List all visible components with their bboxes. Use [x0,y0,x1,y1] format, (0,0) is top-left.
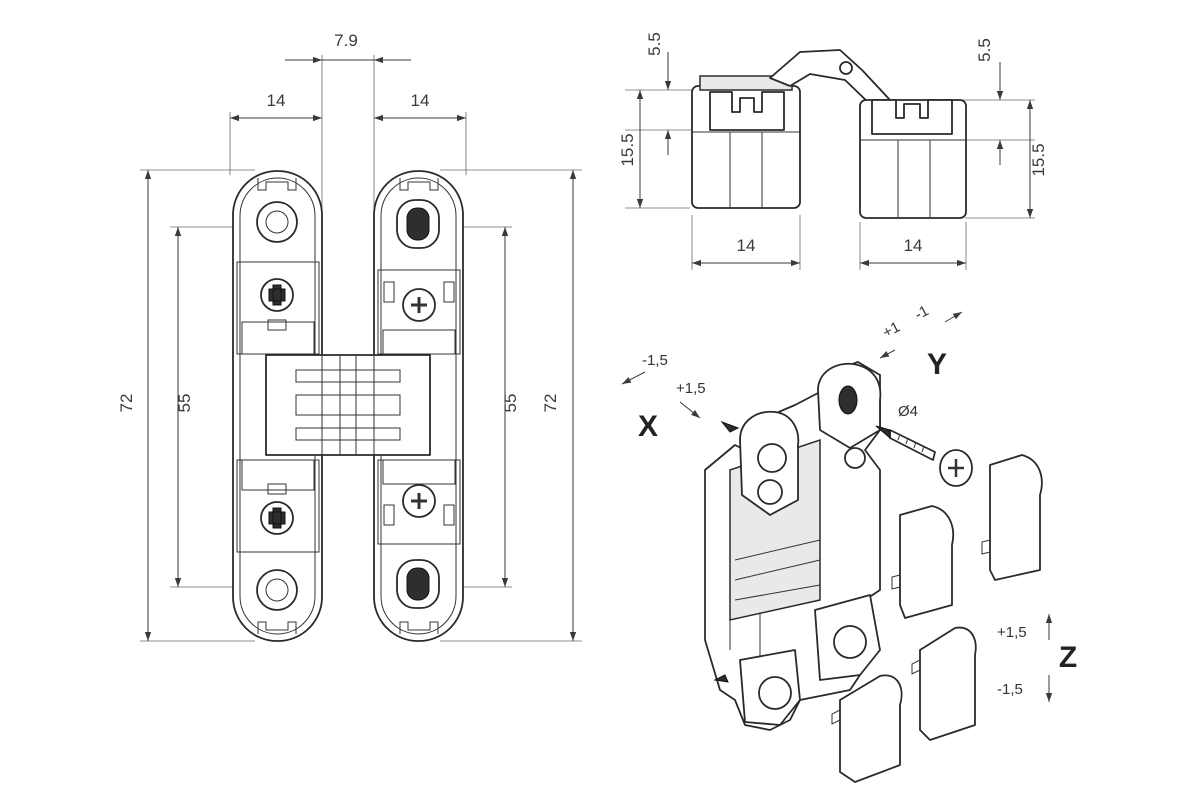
screw-diameter-label: Ø4 [898,403,918,420]
dim-center-gap: 7.9 [334,31,358,50]
x-plus-label: +1,5 [676,380,706,397]
dim-top-left: 5.5 [645,32,664,56]
axis-label-x: X [638,410,658,443]
dim-body-right: 15.5 [1029,143,1048,176]
dim-left-inner: 55 [175,394,194,413]
z-plus-label: +1,5 [997,624,1027,641]
dim-right-height: 72 [541,394,560,413]
loose-screw [875,425,973,487]
axis-label-y: Y [927,348,947,381]
y-plus-label: +1 [880,318,903,341]
side-left-block [691,75,801,209]
dim-width-left: 14 [737,236,756,255]
y-minus-label: -1 [912,302,932,323]
side-right-block [859,99,967,219]
axis-label-z: Z [1059,641,1077,674]
dim-right-inner: 55 [501,394,520,413]
x-minus-label: -1,5 [642,352,668,369]
side-view: 5.5 15.5 5.5 15.5 14 14 [618,32,1048,270]
iso-hinge-body [704,361,882,731]
dim-left-height: 72 [117,394,136,413]
dim-top-right: 5.5 [975,38,994,62]
cover-caps [831,454,1043,783]
dim-width-right: 14 [904,236,923,255]
dim-right-width: 14 [411,91,430,110]
iso-view: X Y Z -1,5 +1,5 +1 -1 +1,5 -1,5 Ø4 [621,302,1077,783]
front-view: 7.9 14 14 72 55 55 72 [117,31,582,642]
z-minus-label: -1,5 [997,681,1023,698]
dim-left-width: 14 [267,91,286,110]
center-knuckle [265,354,431,456]
dim-body-left: 15.5 [618,133,637,166]
